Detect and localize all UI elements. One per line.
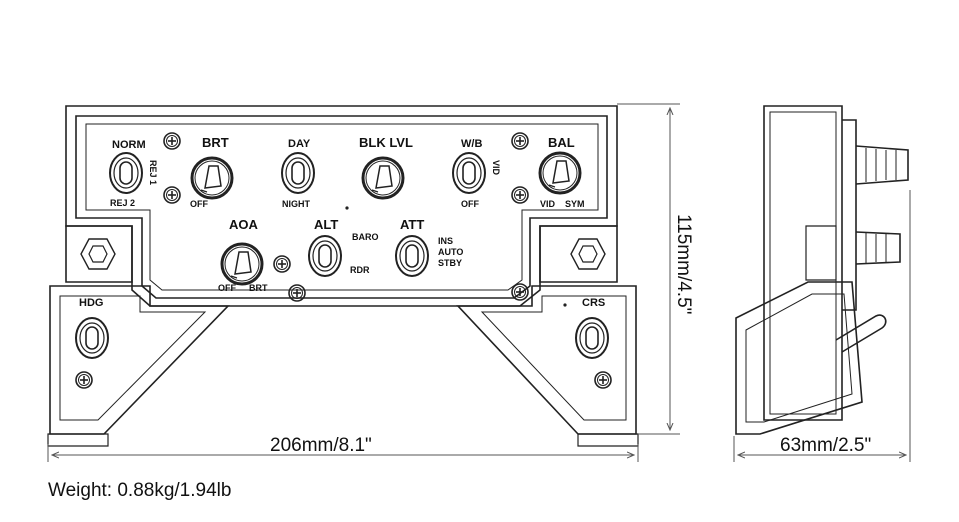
label-bal-vid: VID bbox=[540, 199, 556, 209]
brt-knob bbox=[190, 156, 234, 200]
label-alt: ALT bbox=[314, 217, 338, 232]
left-mount-block bbox=[65, 225, 133, 283]
bal-knob bbox=[538, 151, 582, 195]
label-rdr: RDR bbox=[350, 265, 370, 275]
height-dimension-label: 115mm/4.5" bbox=[673, 214, 694, 314]
blk-lvl-knob bbox=[361, 156, 405, 200]
wb-toggle-switch bbox=[452, 152, 486, 194]
weight-label: Weight: 0.88kg/1.94lb bbox=[48, 480, 232, 501]
label-brt: BRT bbox=[202, 135, 229, 150]
hexnut-icon bbox=[570, 238, 606, 270]
right-foot bbox=[456, 285, 637, 435]
day-night-toggle-switch bbox=[281, 152, 315, 194]
front-panel-outline bbox=[65, 105, 618, 307]
label-norm: NORM bbox=[112, 139, 146, 151]
right-mount-block bbox=[539, 225, 618, 283]
width-dimension-label: 206mm/8.1" bbox=[270, 435, 372, 456]
crs-toggle-switch bbox=[575, 317, 609, 359]
label-aoa-off: OFF bbox=[218, 283, 236, 293]
label-ins: INS bbox=[438, 236, 453, 246]
screw-icon bbox=[511, 283, 529, 301]
label-brt-off: OFF bbox=[190, 199, 208, 209]
aoa-knob bbox=[220, 242, 264, 286]
label-crs: CRS bbox=[582, 297, 605, 309]
screw-icon bbox=[511, 186, 529, 204]
label-rej2: REJ 2 bbox=[110, 198, 135, 208]
front-view bbox=[47, 105, 639, 447]
screw-icon bbox=[163, 132, 181, 150]
label-day: DAY bbox=[288, 138, 311, 150]
label-blk-lvl: BLK LVL bbox=[359, 135, 413, 150]
hdg-toggle-switch bbox=[75, 317, 109, 359]
label-att: ATT bbox=[400, 217, 424, 232]
screw-icon bbox=[163, 186, 181, 204]
label-bal: BAL bbox=[548, 135, 575, 150]
screw-icon bbox=[511, 132, 529, 150]
norm-toggle-switch bbox=[109, 152, 143, 194]
left-foot bbox=[49, 285, 230, 435]
side-view bbox=[735, 105, 909, 435]
screw-icon bbox=[594, 371, 612, 389]
depth-dimension-label: 63mm/2.5" bbox=[780, 435, 871, 456]
dimension-lines bbox=[47, 103, 911, 462]
label-auto: AUTO bbox=[438, 247, 463, 257]
label-aoa: AOA bbox=[229, 217, 259, 232]
label-stby: STBY bbox=[438, 258, 462, 268]
alt-toggle-switch bbox=[308, 235, 342, 277]
label-vid: VID bbox=[491, 160, 501, 176]
label-sym: SYM bbox=[565, 199, 585, 209]
label-wb: W/B bbox=[461, 138, 482, 150]
label-hdg: HDG bbox=[79, 297, 103, 309]
att-toggle-switch bbox=[395, 235, 429, 277]
label-night: NIGHT bbox=[282, 199, 311, 209]
label-baro: BARO bbox=[352, 232, 379, 242]
screw-icon bbox=[273, 255, 291, 273]
label-rej1: REJ 1 bbox=[148, 160, 158, 185]
label-aoa-brt: BRT bbox=[249, 283, 268, 293]
screw-icon bbox=[75, 371, 93, 389]
label-wb-off: OFF bbox=[461, 199, 479, 209]
hexnut-icon bbox=[80, 238, 116, 270]
screw-icon bbox=[288, 284, 306, 302]
